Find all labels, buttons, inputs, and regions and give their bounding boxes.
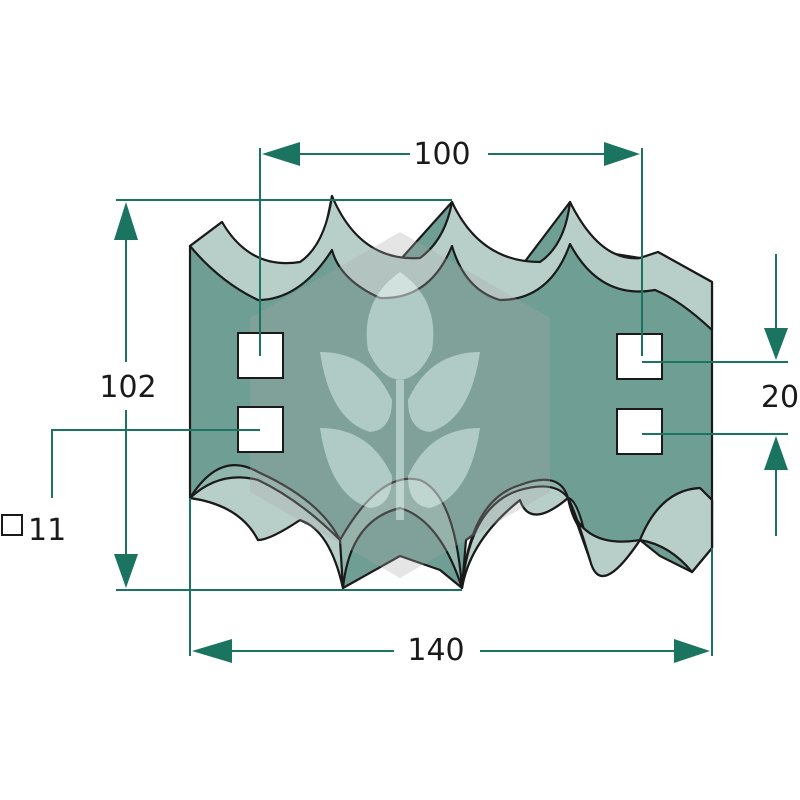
blade-right-bevel — [638, 486, 714, 574]
dimension-hole-offset-label: 20 — [761, 380, 799, 415]
dimension-hole-spacing: 100 — [259, 137, 643, 356]
dimension-width-label: 140 — [407, 633, 464, 668]
square-symbol-icon — [1, 514, 23, 536]
wheat-logo-icon — [250, 232, 550, 578]
dimension-hole-spacing-label: 100 — [413, 137, 470, 172]
dimension-width: 140 — [189, 498, 713, 668]
blade-bottom-bevel-highlight-2 — [460, 485, 642, 590]
dimension-height-label: 102 — [99, 370, 156, 405]
blade-top-bevel — [188, 194, 714, 332]
blade-bottom-bevel-highlight — [188, 476, 345, 590]
hole-right-top — [616, 333, 663, 380]
dimension-hole-size: 11 — [1, 429, 260, 548]
dimension-hole-size-label: 11 — [28, 513, 66, 548]
dimension-hole-offset: 20 — [642, 254, 799, 536]
hole-right-bottom — [616, 408, 663, 455]
dimension-height: 102 — [99, 199, 462, 591]
